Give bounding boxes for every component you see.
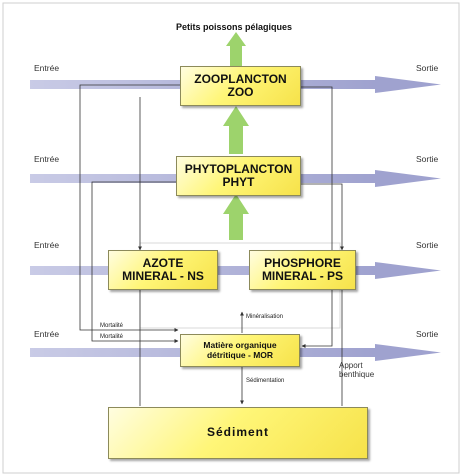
azote-code: MINERAL - NS [122,269,204,283]
entree-label-3: Entrée [34,240,60,250]
mor-code: détritique - MOR [206,349,274,360]
phytoplancton-box: PHYTOPLANCTON PHYT [176,156,301,196]
mor-name: Matière organique [203,340,277,351]
sortie-label-3: Sortie [416,240,439,250]
azote-mineral-box: AZOTE MINERAL - NS [108,250,218,290]
trophic-arrow-zoo-to-fish [226,32,246,67]
azote-name: AZOTE [142,255,184,270]
mineralisation-label: Minéralisation [246,314,284,320]
mortalite-label-2: Mortalité [100,334,124,340]
phosphore-code: MINERAL - PS [261,269,344,283]
entree-label-2: Entrée [34,154,60,164]
phosphore-name: PHOSPHORE [264,255,341,270]
zooplancton-box: ZOOPLANCTON ZOO [180,66,301,106]
mortalite-label-1: Mortalité [100,323,124,329]
sortie-label-4: Sortie [416,329,439,339]
phytoplancton-code: PHYT [222,175,255,189]
entree-label-1: Entrée [34,63,60,73]
sedimentation-label: Sédimentation [246,378,285,384]
connector-lines [79,84,344,406]
matiere-organique-box: Matière organique détritique - MOR [180,334,300,367]
sortie-label-2: Sortie [416,154,439,164]
sediment-box: Sédiment [108,407,368,459]
diagram-title: Petits poissons pélagiques [176,22,293,32]
trophic-arrow-phyt-to-zoo [223,106,249,154]
apport-label: Apport [339,361,363,370]
sediment-name: Sédiment [206,425,269,440]
sortie-label-1: Sortie [416,63,439,73]
apport-benthique-label: Apport benthique [339,361,375,380]
phytoplancton-name: PHYTOPLANCTON [184,161,293,176]
zooplancton-name: ZOOPLANCTON [194,71,287,86]
entree-label-4: Entrée [34,329,60,339]
phosphore-mineral-box: PHOSPHORE MINERAL - PS [249,250,356,290]
benthique-label: benthique [339,369,375,379]
zooplancton-code: ZOO [227,85,254,99]
trophic-arrow-nutrients-to-phyt [223,194,249,240]
